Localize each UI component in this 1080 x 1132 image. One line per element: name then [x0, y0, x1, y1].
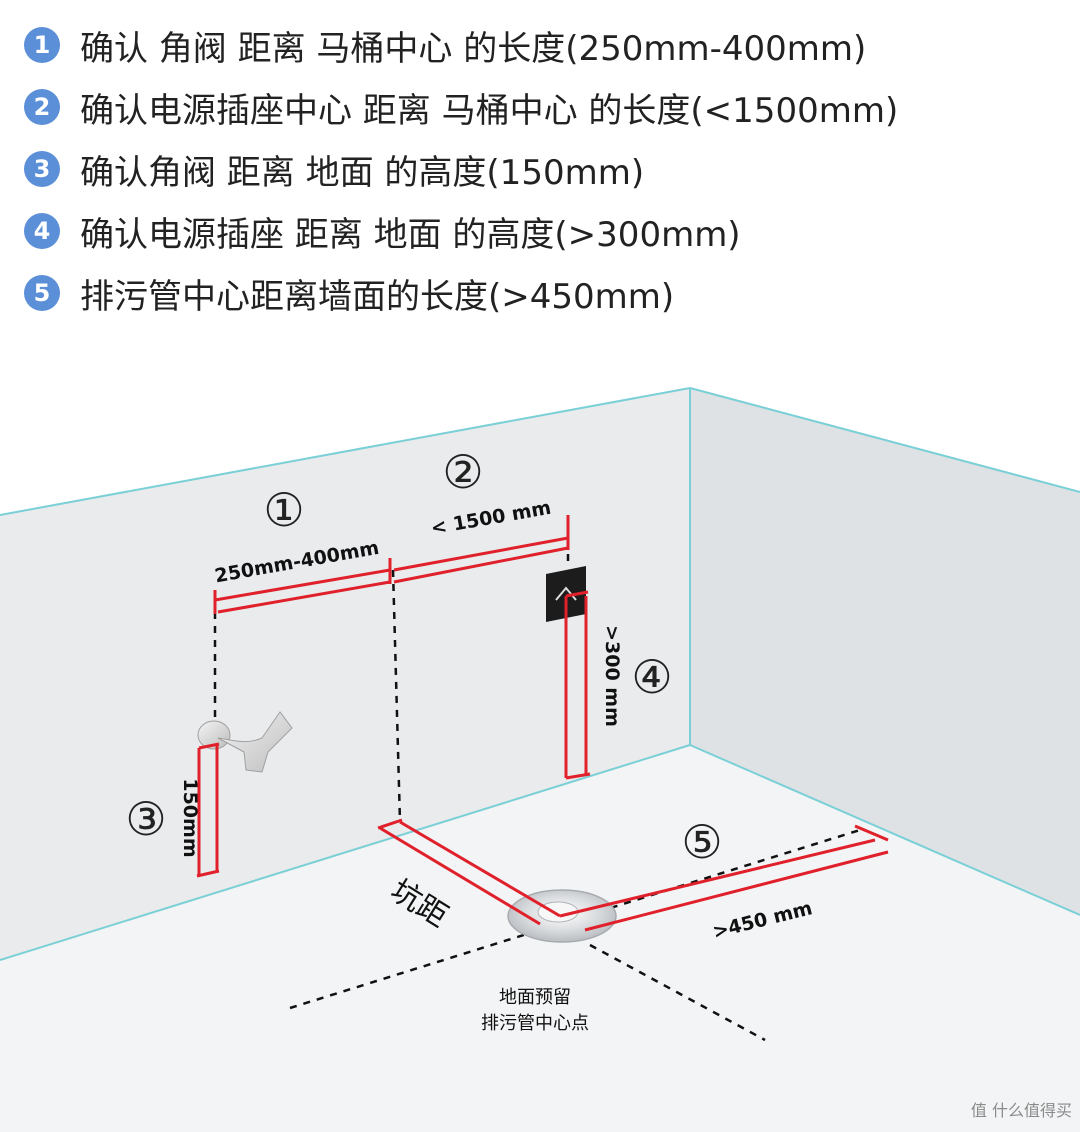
dim1-line	[214, 568, 391, 602]
floor-edge-left	[0, 744, 691, 961]
legend-text-4: 确认电源插座 距离 地面 的高度(>300mm)	[80, 214, 741, 255]
dim3-label: 150mm	[179, 778, 201, 857]
marker-5: ⑤	[681, 815, 722, 869]
marker-4: ④	[631, 650, 672, 704]
dim2-line	[393, 536, 569, 572]
legend-text-1: 确认 角阀 距离 马桶中心 的长度(250mm-400mm)	[80, 28, 867, 69]
back-wall	[0, 388, 690, 960]
number-badge-4: 4	[24, 213, 60, 249]
wall-top-edge-right	[689, 387, 1080, 493]
legend-item-4: 4 确认电源插座 距离 地面 的高度(>300mm)	[24, 200, 1074, 262]
marker-3: ③	[125, 792, 166, 846]
dim4-label: >300 mm	[601, 625, 623, 727]
wall-top-edge-left	[0, 387, 691, 516]
floor-edge-right	[689, 744, 1080, 916]
watermark: 值 什么值得买	[971, 1101, 1072, 1120]
legend-item-3: 3 确认角阀 距离 地面 的高度(150mm)	[24, 138, 1074, 200]
right-wall	[690, 388, 1080, 915]
guide-floor-diagonal	[589, 943, 766, 1042]
dim3-tick-top	[198, 742, 220, 750]
dim4-tick-bottom	[565, 772, 591, 780]
dim5-tick-end	[854, 824, 889, 842]
number-badge-5: 5	[24, 275, 60, 311]
floor-point-label-line1: 地面预留	[499, 987, 571, 1008]
dim4-tick-top	[565, 590, 589, 598]
legend-text-3: 确认角阀 距离 地面 的高度(150mm)	[80, 152, 645, 193]
angle-valve-icon	[197, 711, 293, 773]
legend-item-5: 5 排污管中心距离墙面的长度(>450mm)	[24, 262, 1074, 324]
marker-2: ②	[442, 445, 483, 499]
legend-list: 1 确认 角阀 距离 马桶中心 的长度(250mm-400mm) 2 确认电源插…	[24, 14, 1074, 324]
legend-text-5: 排污管中心距离墙面的长度(>450mm)	[80, 276, 675, 317]
floor-point-label-line2: 排污管中心点	[481, 1013, 589, 1034]
dim2-line-inner	[393, 546, 569, 584]
dim5-line-upper	[559, 838, 876, 918]
dim5-line-lower	[584, 850, 889, 932]
legend-text-2: 确认电源插座中心 距离 马桶中心 的长度(<1500mm)	[80, 90, 899, 131]
pit-line-upper	[399, 820, 561, 918]
legend-item-2: 2 确认电源插座中心 距离 马桶中心 的长度(<1500mm)	[24, 76, 1074, 138]
number-badge-3: 3	[24, 151, 60, 187]
number-badge-1: 1	[24, 27, 60, 63]
pit-tick-start	[377, 818, 403, 830]
legend-item-1: 1 确认 角阀 距离 马桶中心 的长度(250mm-400mm)	[24, 14, 1074, 76]
dim3-tick-bottom	[196, 869, 220, 878]
pit-line-lower	[379, 826, 541, 926]
marker-1: ①	[263, 483, 304, 537]
dim1-line-inner	[217, 580, 391, 614]
guide-center-vertical	[391, 569, 402, 823]
number-badge-2: 2	[24, 89, 60, 125]
